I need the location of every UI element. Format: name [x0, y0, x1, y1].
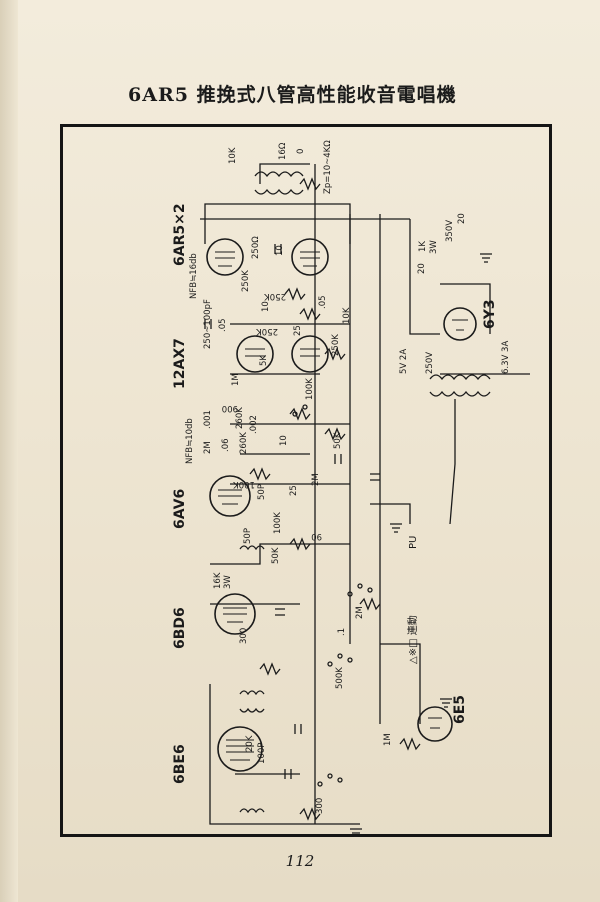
label-c002: .002 [249, 415, 259, 434]
label-r50k-b: 50K [271, 547, 281, 564]
page-binding-edge [0, 0, 18, 902]
label-c05b: .05 [318, 295, 328, 309]
label-r100k: 100K [305, 378, 315, 400]
label-v5-2a: 5V 2A [399, 349, 409, 374]
circuit-schematic: 6AR5×2 12AX7 6AV6 6BD6 6BE6 6E5 6Y3 NFB≒… [172, 140, 530, 837]
page-title: 6AR5 推挽式八管高性能收音電唱機 [128, 84, 457, 106]
tube-6bd6 [214, 593, 256, 635]
label-spk-16: 16Ω [278, 142, 288, 160]
label-c25: 25 [289, 485, 299, 496]
label-r250k-a: 250K [241, 270, 251, 292]
label-nfb-mid: NFB≒10db [185, 418, 195, 464]
tube-12ax7-a [236, 335, 274, 373]
page-number: 112 [285, 852, 315, 870]
label-c06: .06 [221, 438, 231, 452]
label-r250k-b: 250K [264, 291, 286, 301]
label-c10: 10 [275, 245, 285, 256]
tube-label-driver: 12AX7 [172, 338, 188, 389]
label-v63-3a: 6.3V 3A [501, 341, 511, 374]
label-c20: 20 [457, 213, 467, 224]
label-c90: 90 [311, 531, 322, 541]
label-r16k: 16K [213, 572, 223, 589]
label-c001: .001 [203, 410, 213, 429]
label-gang-legend: △※□ 連動 [406, 615, 419, 664]
label-r20k: 20K [245, 735, 255, 752]
label-r2m-b: 2M [311, 473, 321, 486]
schematic-frame [60, 124, 552, 837]
label-r1m: 1M [231, 373, 241, 386]
label-r10k-b: 10K [342, 307, 352, 324]
tube-label-audio: 6AV6 [172, 489, 188, 529]
tube-label-converter: 6BE6 [172, 744, 188, 784]
label-c1: .1 [337, 628, 347, 636]
label-r25: 25 [293, 325, 303, 336]
label-r250ohm: 250Ω [251, 236, 261, 259]
label-r260k-b: 260K [239, 432, 249, 454]
tube-label-rectifier: 6Y3 [482, 299, 498, 329]
label-c50p-b: 50P [243, 528, 253, 544]
tube-6ar5-b [291, 238, 329, 276]
label-nfb-top: NFB≒16db [189, 253, 199, 299]
label-c50p: 50P [257, 484, 267, 500]
label-r250k-d: 250K [331, 334, 341, 356]
label-r2m: 2M [203, 441, 213, 454]
label-c20b: 20 [417, 263, 427, 274]
label-r3w-b: 3W [429, 240, 439, 254]
tube-6ar5-a [206, 238, 244, 276]
tube-6av6 [209, 475, 251, 517]
label-c10c: 10 [279, 435, 289, 446]
label-r100k-b: 100K [233, 479, 255, 489]
label-r3w: 3W [223, 575, 233, 589]
label-r1m-b: 1M [383, 733, 393, 746]
label-speaker-impedance: Zp=10~4KΩ [323, 140, 333, 194]
label-r250k-c: 250K [256, 326, 278, 336]
label-r1k: 1K [418, 241, 428, 252]
label-r10k: 10K [228, 147, 238, 164]
label-r300-b: 300 [315, 798, 325, 814]
tube-6y3 [443, 307, 477, 341]
label-r500k: 500K [335, 667, 345, 689]
tube-6e5 [417, 706, 453, 742]
label-spk-0: 0 [296, 149, 306, 154]
label-r5k: 5K [259, 355, 269, 366]
tube-label-if: 6BD6 [172, 607, 188, 649]
label-c100p: 100P [257, 743, 267, 764]
label-c10b: 10 [261, 301, 271, 312]
label-v250: 250V [425, 352, 435, 374]
label-pu: PU [408, 536, 419, 549]
label-r260k: 260K [235, 407, 245, 429]
label-r2m-c: 2M [355, 606, 365, 619]
tube-6be6 [217, 726, 263, 772]
label-r100k-c: 100K [273, 512, 283, 534]
label-v350: 350V [445, 220, 455, 242]
label-c05a: .05 [218, 318, 228, 332]
label-r300: 300 [239, 628, 249, 644]
label-c250-100p: 250~100pF [203, 299, 213, 349]
tube-12ax7-b [291, 335, 329, 373]
tube-label-indicator: 6E5 [452, 695, 468, 724]
tube-label-output: 6AR5×2 [172, 203, 188, 266]
label-c900: 900 [222, 403, 238, 413]
label-r50k: 50K [333, 432, 343, 449]
